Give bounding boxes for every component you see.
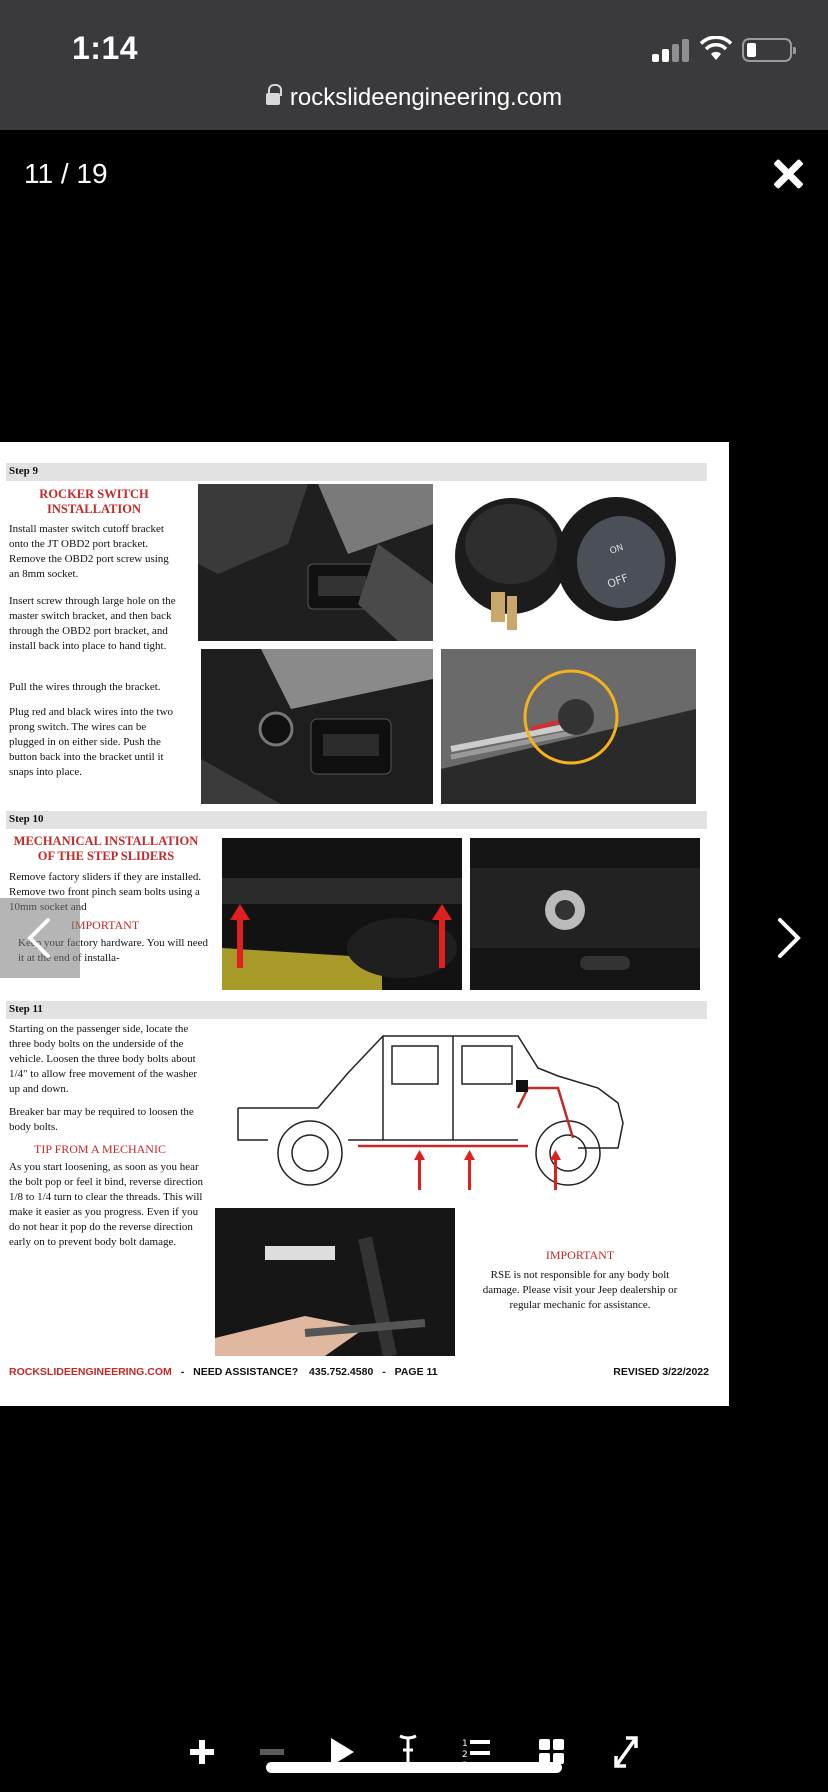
step9-paragraph-4: Plug red and black wires into the two pr…	[9, 706, 174, 778]
footer-revised: REVISED 3/22/2022	[613, 1366, 709, 1378]
cellular-signal-icon	[652, 38, 692, 62]
obd2-bracket-photo	[198, 484, 433, 641]
page-counter: 11 / 19	[24, 158, 108, 189]
zoom-out-icon[interactable]	[258, 1730, 286, 1774]
step10-important: IMPORTANT	[70, 918, 140, 932]
text-cursor-icon[interactable]	[396, 1730, 420, 1774]
step9-header: Step 9	[6, 463, 707, 481]
wifi-icon	[700, 36, 732, 60]
footer-page: PAGE 11	[394, 1366, 438, 1378]
wires-photo	[441, 649, 696, 804]
status-time: 1:14	[72, 30, 139, 66]
zoom-in-icon[interactable]	[188, 1730, 216, 1774]
step11-important-text: RSE is not responsible for any body bolt…	[482, 1269, 678, 1311]
footer-separator: -	[180, 1366, 185, 1378]
step11-paragraph-1: Starting on the passenger side, locate t…	[9, 1023, 198, 1095]
chevron-right-icon	[778, 918, 801, 958]
lock-icon	[265, 84, 282, 106]
bracket-mounted-photo	[201, 649, 433, 804]
chevron-left-icon	[27, 918, 50, 958]
document-page: Step 9 ROCKER SWITCH INSTALLATION Instal…	[0, 442, 729, 1406]
step10-heading: MECHANICAL INSTALLATION OF THE STEP SLID…	[13, 834, 199, 863]
step11-paragraph-2: Breaker bar may be required to loosen th…	[9, 1106, 194, 1133]
footer-site: ROCKSLIDEENGINEERING.COM	[9, 1366, 172, 1378]
step9-paragraph-1: Install master switch cutoff bracket ont…	[9, 523, 169, 580]
grid-icon[interactable]	[538, 1730, 566, 1774]
step11-paragraph-3: As you start loosening, as soon as you h…	[9, 1161, 203, 1248]
jeep-diagram	[228, 1028, 698, 1198]
switch-on-label: ON	[609, 543, 625, 557]
page-footer: ROCKSLIDEENGINEERING.COM - NEED ASSISTAN…	[9, 1366, 709, 1378]
step9-paragraph-3: Pull the wires through the bracket.	[9, 681, 161, 693]
play-icon[interactable]	[328, 1730, 356, 1774]
step9-heading: ROCKER SWITCH INSTALLATION	[39, 487, 149, 516]
previous-page-button[interactable]	[0, 898, 80, 978]
svg-text:2: 2	[462, 1750, 468, 1760]
footer-phone: 435.752.4580	[309, 1366, 374, 1378]
footer-separator-2: -	[382, 1366, 386, 1378]
step11-important: IMPORTANT	[545, 1248, 615, 1262]
step11-header: Step 11	[6, 1001, 707, 1019]
bolt-hole-photo	[470, 838, 700, 990]
next-page-button[interactable]	[748, 898, 828, 978]
close-button[interactable]	[768, 154, 808, 194]
rocker-switch-photo: ON OFF	[441, 484, 696, 641]
url-text: rockslideengineering.com	[289, 84, 563, 111]
footer-assist: NEED ASSISTANCE?	[193, 1366, 299, 1378]
step10-header: Step 10	[6, 811, 707, 829]
battery-icon	[742, 38, 796, 62]
pinch-seam-photo	[222, 838, 462, 990]
svg-text:1: 1	[462, 1739, 468, 1749]
step9-paragraph-2: Insert screw through large hole on the m…	[9, 595, 176, 652]
step11-tip: TIP FROM A MECHANIC	[34, 1142, 166, 1156]
fullscreen-icon[interactable]	[612, 1730, 640, 1774]
address-bar[interactable]: rockslideengineering.com	[0, 84, 828, 112]
status-bar: 1:14 rockslideengineering.com	[0, 0, 828, 130]
breaker-bar-photo	[215, 1208, 455, 1356]
home-indicator	[266, 1762, 562, 1773]
